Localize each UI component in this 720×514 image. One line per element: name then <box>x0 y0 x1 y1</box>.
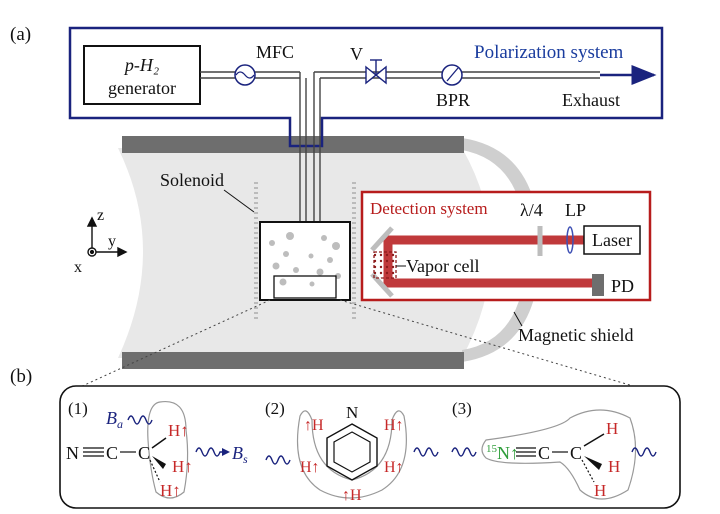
mol1-bs-label: Bs <box>232 443 248 466</box>
mol3-wave-left <box>451 447 477 457</box>
magnetic-shield-leader <box>513 311 523 327</box>
mol2-ring <box>326 423 378 481</box>
mol2-ring-inner <box>333 431 371 473</box>
mol3-wave-right <box>631 447 657 457</box>
mol1-ba-label: Ba <box>106 408 123 431</box>
panel-a-label: (a) <box>10 24 31 45</box>
mol3-label: (3) <box>452 399 472 418</box>
zoom-line-right <box>339 299 641 389</box>
axis-z-label: z <box>97 207 104 224</box>
shield-top-bar <box>122 136 464 153</box>
valve-label: V <box>350 44 363 64</box>
solenoid-label: Solenoid <box>160 170 224 190</box>
laser-label: Laser <box>592 230 632 250</box>
detection-system-title: Detection system <box>370 199 488 218</box>
mol1-c2-atom: C <box>138 443 150 463</box>
mol2-h-bottom-left: H↑ <box>300 459 320 476</box>
bpr-label: BPR <box>436 90 470 110</box>
mol2-h-bottom: ↑H <box>342 487 362 504</box>
sample-insert <box>273 275 337 299</box>
lambda-quarter-label: λ/4 <box>520 200 543 220</box>
mol1-bs-wave <box>195 447 226 457</box>
sample-container <box>259 221 351 301</box>
mol1-envelope <box>147 400 189 499</box>
ph2-generator-label-2: generator <box>108 78 176 98</box>
mol2-label: (2) <box>265 399 285 418</box>
mol1-label: (1) <box>68 399 88 418</box>
mol3-h3-atom: H <box>594 481 606 500</box>
mol3-c1-atom: C <box>538 443 550 463</box>
mol1-ba-wave <box>127 415 153 425</box>
axes-indicator <box>86 216 128 258</box>
mol3-n15-atom: 15N↑ <box>486 443 519 463</box>
pd-label: PD <box>611 276 634 296</box>
mol2-wave-left <box>265 455 291 465</box>
molecule-1: (1) N C C H↑ H↑ H↑ Ba Bs <box>66 399 248 500</box>
polarization-system-frame <box>68 26 664 148</box>
mol2-wave-right <box>413 447 439 457</box>
laser-box <box>583 225 641 255</box>
linear-polarizer <box>566 226 574 254</box>
lp-label: LP <box>565 200 586 220</box>
bpr-gauge-icon <box>441 64 463 86</box>
solenoid-leader <box>223 189 255 213</box>
axis-x-label: x <box>74 259 82 276</box>
mfc-icon <box>234 64 256 86</box>
molecule-2: (2) N H↑ ↑H H↑ H↑ ↑H <box>265 399 439 504</box>
ph2-generator-label-1: p-H₂ <box>123 55 159 75</box>
mol1-h2-atom: H↑ <box>172 457 193 476</box>
valve-icon <box>365 59 387 85</box>
molecule-3: (3) 15N↑ C C H H H <box>451 399 657 500</box>
axis-y-label: y <box>108 233 116 250</box>
bubbles <box>269 232 341 287</box>
mfc-label: MFC <box>256 42 294 62</box>
vapor-cell-label: Vapor cell <box>406 256 479 276</box>
exhaust-label: Exhaust <box>562 90 620 110</box>
mol3-envelope <box>481 409 637 500</box>
mol3-h1-atom: H <box>606 419 618 438</box>
magnetic-shield-label: Magnetic shield <box>518 325 633 345</box>
mol2-n-atom: N <box>346 403 358 422</box>
mol1-n-atom: N <box>66 443 79 463</box>
shield-bottom-bar <box>122 352 464 369</box>
panel-b-label: (b) <box>10 366 32 387</box>
mol2-h-bottom-right: H↑ <box>384 459 404 476</box>
pd-box <box>592 274 604 296</box>
mol2-h-top-right: H↑ <box>384 417 404 434</box>
mirror-top <box>370 226 394 252</box>
mol2-envelope <box>296 410 407 499</box>
mol2-h-top-left: ↑H <box>304 417 324 434</box>
vapor-cell <box>373 251 397 279</box>
mol3-h2-atom: H <box>608 457 620 476</box>
ph2-generator-box <box>83 45 201 105</box>
mol3-c2-atom: C <box>570 443 582 463</box>
mol1-c1-atom: C <box>106 443 118 463</box>
polarization-system-title: Polarization system <box>474 42 624 63</box>
zoom-line-left <box>77 299 271 389</box>
mol1-h1-atom: H↑ <box>168 421 189 440</box>
mol1-h3-atom: H↑ <box>160 481 181 500</box>
